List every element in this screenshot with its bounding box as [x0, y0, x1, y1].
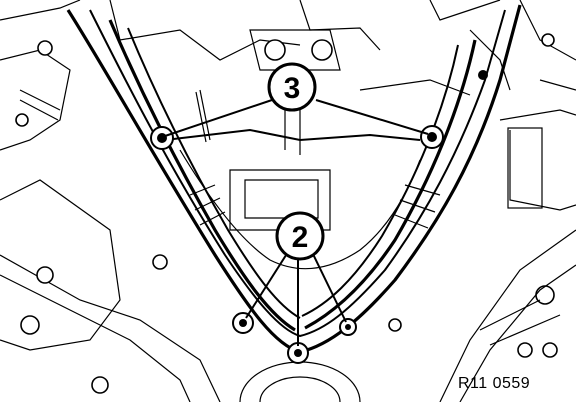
bolt-lower-right [339, 318, 357, 336]
guide-rail-right [301, 29, 511, 330]
bolt-lower-left [232, 312, 254, 334]
callout-3-label: 3 [284, 72, 301, 105]
tensioner-rail-left [108, 19, 301, 332]
bolt-upper-left [150, 126, 174, 150]
callout-2: 2 [275, 211, 325, 261]
figure-reference-code: R11 0559 [458, 375, 531, 392]
timing-case-cover [66, 4, 522, 354]
callout-2-label: 2 [292, 221, 309, 254]
bolt-upper-right [420, 125, 444, 149]
leader-lines [164, 99, 429, 346]
bolt-lower-center [287, 342, 309, 364]
callout-3: 3 [267, 62, 317, 112]
